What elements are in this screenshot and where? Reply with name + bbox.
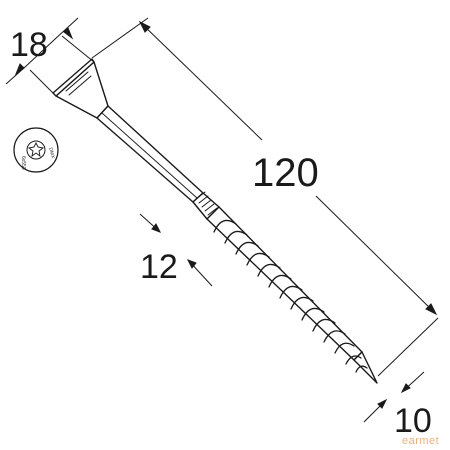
dim-12-arrow-bottom <box>186 259 197 269</box>
head-marking-brand: DMX <box>47 147 56 160</box>
dim-120-line-lower <box>315 195 437 315</box>
dim-120-extension-bottom <box>377 317 439 377</box>
screw-reamer-ribs <box>195 191 218 216</box>
screw-shank-highlight <box>101 112 198 199</box>
dim-label-tip-width: 10 <box>394 402 432 440</box>
dim-120-line-upper <box>139 21 263 141</box>
dim-10-arrow-bottom <box>377 398 388 409</box>
screw-threads <box>213 219 368 373</box>
head-marking-sub-code: 6x550 <box>20 156 26 170</box>
head-end-view: DMX 6x550 <box>13 127 59 173</box>
screw-thread-core <box>206 206 363 361</box>
dimension-lines <box>5 17 439 423</box>
dim-120-arrow-bottom <box>425 303 438 316</box>
dim-18-arrow-bottom <box>14 63 25 76</box>
screw <box>52 58 378 384</box>
dim-label-shank-diameter: 12 <box>140 248 178 286</box>
dim-12-arrow-top <box>151 223 162 233</box>
dim-label-total-length: 120 <box>252 151 319 195</box>
head-circle-inner <box>26 140 46 160</box>
screw-shank <box>96 105 204 203</box>
screw-head-recess <box>65 71 92 96</box>
watermark-logo: earmet <box>402 435 439 447</box>
dim-120-arrow-top <box>138 20 151 33</box>
dim-18-arrow-top <box>63 27 74 40</box>
dim-120-extension-top <box>91 17 149 59</box>
dim-label-head-diameter: 18 <box>10 26 48 64</box>
torx-recess-icon <box>27 141 45 158</box>
dim-18-extension <box>29 35 95 97</box>
dim-10-arrow-top <box>400 383 411 394</box>
